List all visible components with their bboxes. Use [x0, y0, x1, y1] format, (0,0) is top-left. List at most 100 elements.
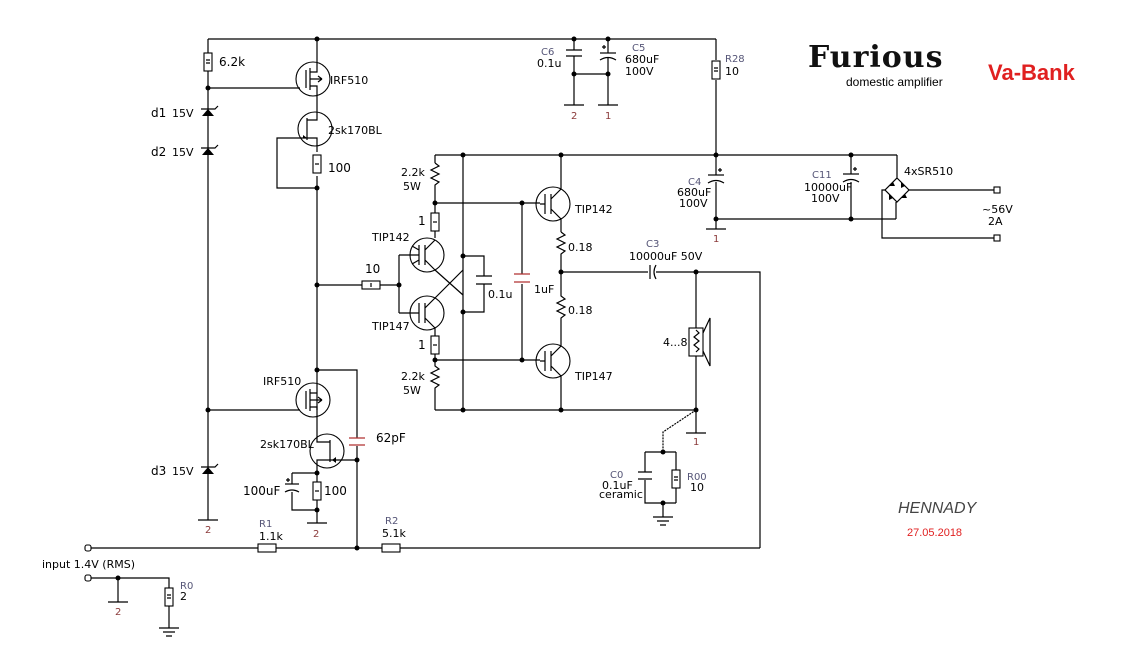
svg-text:100: 100: [324, 484, 347, 498]
brand: Va-Bank: [988, 60, 1076, 85]
resistor-100-top: [312, 154, 322, 174]
zener-d1: [201, 105, 219, 116]
svg-text:R00: R00: [687, 472, 707, 483]
svg-text:10000uF: 10000uF: [804, 181, 852, 194]
svg-text:1: 1: [418, 214, 426, 228]
svg-text:d1: d1: [151, 106, 166, 120]
transistor-tip147-driver: [399, 295, 445, 331]
capacitor-c0: [638, 471, 652, 480]
svg-text:TIP142: TIP142: [574, 203, 613, 216]
svg-text:TIP147: TIP147: [371, 320, 410, 333]
capacitor-100uF: [284, 478, 300, 493]
input-terminal-signal[interactable]: [84, 544, 92, 552]
subtitle: domestic amplifier: [846, 75, 943, 89]
capacitor-1uF: [514, 273, 530, 283]
svg-text:R1: R1: [259, 519, 272, 530]
svg-text:R0: R0: [180, 581, 193, 592]
svg-text:10000uF 50V: 10000uF 50V: [629, 250, 703, 263]
resistor-1-top: [430, 212, 440, 232]
resistor-r1: [257, 543, 277, 553]
svg-text:0.1u: 0.1u: [488, 288, 512, 301]
svg-text:1: 1: [713, 234, 719, 245]
svg-text:2sk170BL: 2sk170BL: [260, 438, 315, 451]
svg-text:680uF: 680uF: [625, 53, 659, 66]
mosfet-irf510-bottom: [295, 382, 331, 435]
capacitor-c6: [566, 49, 582, 57]
resistor-100-bottom: [312, 481, 322, 501]
svg-text:0.1uF: 0.1uF: [602, 479, 633, 492]
svg-text:0.18: 0.18: [568, 241, 593, 254]
svg-text:100V: 100V: [811, 192, 840, 205]
svg-text:C3: C3: [646, 239, 659, 250]
capacitor-0.1u-mid: [476, 275, 492, 285]
svg-text:TIP142: TIP142: [371, 231, 410, 244]
svg-text:0.1u: 0.1u: [537, 57, 561, 70]
author: HENNADY: [898, 500, 978, 517]
svg-text:62pF: 62pF: [376, 431, 406, 445]
svg-text:2: 2: [180, 590, 187, 603]
svg-text:2.2k: 2.2k: [401, 166, 425, 179]
svg-text:4xSR510: 4xSR510: [904, 165, 953, 178]
transistor-tip142-output: [535, 155, 571, 232]
svg-text:4...8: 4...8: [663, 336, 688, 349]
svg-text:2: 2: [571, 111, 577, 122]
svg-text:d3: d3: [151, 464, 166, 478]
capacitor-c4: [707, 168, 725, 184]
jfet-2sk170-bottom: [309, 433, 357, 473]
svg-text:15V: 15V: [172, 146, 194, 159]
ground-icon: [653, 503, 673, 526]
resistor-r0: [164, 587, 174, 607]
svg-text:15V: 15V: [172, 107, 194, 120]
supply-terminal-1[interactable]: [993, 186, 1001, 194]
svg-text:ceramic: ceramic: [599, 488, 643, 501]
svg-text:2: 2: [313, 529, 319, 540]
capacitor-c5: [599, 45, 617, 61]
resistor-r28: [711, 60, 721, 80]
svg-text:IRF510: IRF510: [263, 375, 301, 388]
capacitor-c3: [649, 264, 657, 280]
mosfet-irf510-top: [295, 61, 331, 97]
svg-text:1uF: 1uF: [534, 283, 554, 296]
svg-text:0.18: 0.18: [568, 304, 593, 317]
input-terminal-ground[interactable]: [84, 574, 92, 582]
resistor-6.2k: [203, 52, 213, 72]
zener-d2: [201, 144, 219, 155]
svg-text:2A: 2A: [988, 215, 1003, 228]
svg-text:6.2k: 6.2k: [219, 55, 245, 69]
svg-text:IRF510: IRF510: [330, 74, 368, 87]
svg-text:5.1k: 5.1k: [382, 527, 406, 540]
svg-text:1.1k: 1.1k: [259, 530, 283, 543]
resistor-r2: [381, 543, 401, 553]
svg-text:10: 10: [690, 481, 704, 494]
speaker: [688, 317, 711, 367]
capacitor-c11: [842, 167, 860, 183]
svg-text:100V: 100V: [625, 65, 654, 78]
date: 27.05.2018: [907, 527, 962, 539]
svg-text:10: 10: [725, 65, 739, 78]
supply-terminal-2[interactable]: [993, 234, 1001, 242]
svg-text:d2: d2: [151, 145, 166, 159]
title: Furious: [808, 40, 944, 75]
svg-text:input 1.4V (RMS): input 1.4V (RMS): [42, 558, 135, 571]
svg-text:5W: 5W: [403, 384, 421, 397]
bridge-rectifier: [881, 155, 994, 239]
svg-text:2.2k: 2.2k: [401, 370, 425, 383]
svg-text:100: 100: [328, 161, 351, 175]
zener-d3: [201, 463, 219, 474]
svg-text:100uF: 100uF: [243, 484, 281, 498]
resistor-r00: [671, 469, 681, 489]
svg-text:TIP147: TIP147: [574, 370, 613, 383]
svg-text:2: 2: [205, 525, 211, 536]
svg-text:680uF: 680uF: [677, 186, 711, 199]
svg-text:100V: 100V: [679, 197, 708, 210]
svg-text:C5: C5: [632, 43, 645, 54]
svg-text:5W: 5W: [403, 180, 421, 193]
svg-text:2: 2: [115, 607, 121, 618]
svg-text:C6: C6: [541, 47, 554, 58]
svg-text:1: 1: [605, 111, 611, 122]
svg-text:~56V: ~56V: [982, 203, 1013, 216]
capacitor-62pF: [349, 437, 365, 446]
svg-text:R28: R28: [725, 54, 745, 65]
jfet-2sk170-top: [297, 110, 333, 147]
